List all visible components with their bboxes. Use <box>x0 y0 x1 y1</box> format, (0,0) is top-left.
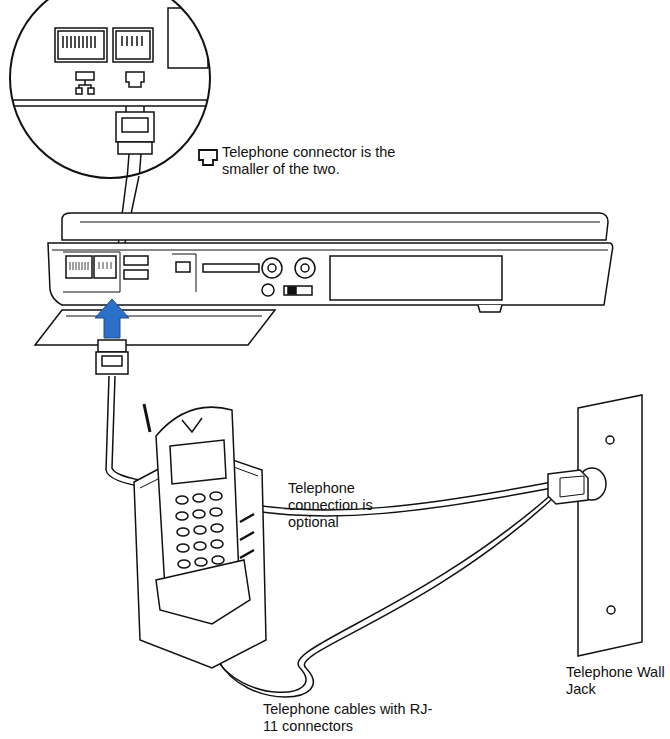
cordless-phone-part <box>193 494 205 502</box>
laptop-part <box>172 254 196 292</box>
zoom-circle-part <box>118 142 152 154</box>
zoom-circle-part <box>10 0 210 178</box>
cordless-phone-part <box>195 558 207 566</box>
zoom-circle-part <box>10 0 210 178</box>
zoom-circle-part <box>116 31 150 59</box>
laptop-part <box>80 222 600 223</box>
laptop-part <box>70 262 88 270</box>
laptop <box>48 213 613 312</box>
cordless-phone <box>134 404 266 668</box>
phone-port-icon <box>199 150 217 165</box>
rj11-plug-part <box>102 356 122 366</box>
cordless-phone-part <box>176 512 188 520</box>
cordless-phone-part <box>193 510 205 518</box>
cordless-phone-part <box>194 542 206 550</box>
cordless-phone-part <box>178 560 190 568</box>
laptop-part <box>124 256 148 265</box>
wall-jack-part <box>578 395 642 656</box>
cordless-phone-part <box>210 508 222 516</box>
laptop-part <box>63 252 120 292</box>
cordless-phone-part <box>210 492 222 500</box>
cable-label: Telephone cables with RJ-11 connectors <box>263 701 433 735</box>
cordless-phone-part <box>176 496 188 504</box>
telephone-cable-part <box>236 488 552 516</box>
laptop-part <box>268 264 276 272</box>
laptop-part <box>48 243 613 305</box>
cordless-phone-part <box>240 514 254 558</box>
wall-jack-label: Telephone Wall Jack <box>566 664 670 698</box>
cordless-phone-part <box>176 492 224 568</box>
zoom-circle-part <box>113 28 153 62</box>
zoom-circle <box>0 0 220 180</box>
laptop-part <box>295 258 315 278</box>
zoom-circle-part <box>0 100 220 106</box>
wall-jack-part <box>548 470 588 504</box>
zoom-circle-part <box>55 28 107 62</box>
wall-jack-part <box>607 606 615 614</box>
cordless-phone-part <box>177 528 189 536</box>
wall-jack-part <box>606 436 614 444</box>
laptop-part <box>203 264 259 272</box>
rj11-plug-part <box>106 376 150 488</box>
rj11-plug-part <box>98 340 126 352</box>
connector-note: Telephone connector is the smaller of th… <box>222 144 422 178</box>
laptop-part <box>124 270 148 279</box>
wall-jack-part <box>560 476 584 497</box>
laptop-part <box>66 256 92 278</box>
zoom-circle-part <box>58 31 104 59</box>
laptop-part <box>284 286 312 295</box>
laptop-part <box>301 264 309 272</box>
port-cover-flap-part <box>35 310 275 345</box>
laptop-part <box>62 213 608 240</box>
insert-arrow-part <box>95 299 129 338</box>
rj11-plug-part <box>96 352 128 374</box>
laptop-part <box>330 256 502 300</box>
cordless-phone-part <box>170 440 226 484</box>
laptop-part <box>262 258 282 278</box>
laptop-part <box>478 305 502 312</box>
zoom-circle-part <box>122 118 148 132</box>
cordless-phone-part <box>211 524 223 532</box>
rj11-plug <box>96 340 150 488</box>
zoom-circle-part <box>116 112 154 142</box>
laptop-part <box>52 250 608 251</box>
telephone-cable-part <box>218 499 552 697</box>
laptop-part <box>288 287 296 294</box>
phone-port-icon-part <box>199 150 217 165</box>
zoom-circle-part <box>126 106 144 112</box>
cordless-phone-part <box>182 418 202 432</box>
insert-arrow <box>95 299 129 338</box>
laptop-part <box>176 262 190 272</box>
zoom-circle-part <box>76 72 94 94</box>
cordless-phone-part <box>211 540 223 548</box>
laptop-part <box>99 262 111 269</box>
laptop-part <box>262 284 274 296</box>
zoom-circle-part <box>122 36 142 46</box>
cordless-phone-part <box>156 560 250 624</box>
laptop-part <box>94 256 116 278</box>
optional-note: Telephone connection is optional <box>288 480 392 531</box>
cordless-phone-part <box>144 404 150 432</box>
cordless-phone-part <box>177 544 189 552</box>
wall-jack <box>548 395 642 656</box>
zoom-circle-part <box>126 72 144 87</box>
cordless-phone-part <box>194 526 206 534</box>
zoom-circle-part <box>63 36 95 48</box>
port-cover-flap <box>35 310 275 345</box>
zoom-circle-part <box>0 8 220 180</box>
rj11-plug-part <box>112 376 150 482</box>
port-cover-flap-part <box>66 316 262 317</box>
cordless-phone-part <box>212 556 224 564</box>
